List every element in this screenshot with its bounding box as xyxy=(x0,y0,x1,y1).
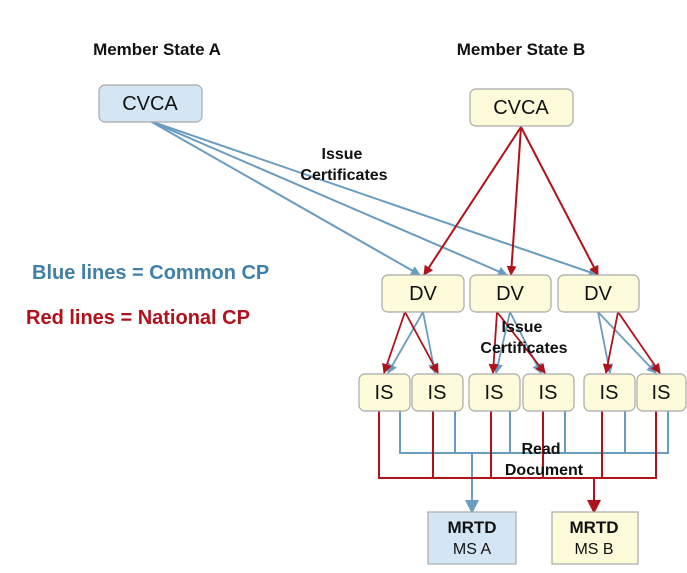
edges-national-cp-cvca-b xyxy=(423,126,599,276)
node-is-3-label: IS xyxy=(485,382,504,404)
node-cvca-b: CVCA xyxy=(469,88,574,127)
node-dv-2: DV xyxy=(469,274,552,313)
node-dv-1-box xyxy=(381,274,465,313)
label-read-document: Read Document xyxy=(505,441,584,479)
node-cvca-b-label: CVCA xyxy=(493,97,549,119)
node-is-2-label: IS xyxy=(428,382,447,404)
edge-dv2-is4-red xyxy=(496,311,546,374)
member-state-b-title: Member State B xyxy=(457,40,585,59)
edge-cvca-a-dv3 xyxy=(149,120,599,277)
edge-dv1-is1-red xyxy=(382,311,406,374)
node-is-6: IS xyxy=(636,373,687,412)
edge-dv2-is3-blue xyxy=(493,311,511,374)
node-is-1-label: IS xyxy=(375,382,394,404)
legend-national-cp: Red lines = National CP xyxy=(26,307,250,329)
node-cvca-b-box xyxy=(469,88,574,127)
node-dv-3-box xyxy=(557,274,640,313)
node-cvca-a-box xyxy=(98,84,203,123)
node-dv-3: DV xyxy=(557,274,640,313)
node-is-4-label: IS xyxy=(539,382,558,404)
node-is-1: IS xyxy=(358,373,411,412)
node-is-2-box xyxy=(411,373,464,412)
node-is-3-box xyxy=(468,373,521,412)
node-mrtd-b: MRTD MS B xyxy=(551,511,639,565)
node-mrtd-b-title: MRTD xyxy=(569,518,618,537)
edges-common-cp-is-mrtd xyxy=(399,411,669,514)
label-issue-certificates-mid: Issue Certificates xyxy=(480,319,567,357)
edges-common-cp-cvca-a xyxy=(149,120,599,277)
node-dv-1-label: DV xyxy=(409,283,437,305)
edge-dv2-is3-red xyxy=(488,311,499,374)
edge-dv3-is6-blue xyxy=(597,311,657,374)
node-is-5-box xyxy=(583,373,636,412)
node-is-6-label: IS xyxy=(652,382,671,404)
label-issue-top-line2: Certificates xyxy=(300,167,387,184)
label-issue-mid-line1: Issue xyxy=(502,319,543,336)
node-is-4: IS xyxy=(522,373,575,412)
edges-national-cp-is-mrtd xyxy=(378,411,657,514)
edge-dv1-is2-red xyxy=(404,311,439,374)
legend-common-cp: Blue lines = Common CP xyxy=(32,262,269,284)
label-issue-mid-line2: Certificates xyxy=(480,340,567,357)
node-dv-1: DV xyxy=(381,274,465,313)
node-is-2: IS xyxy=(411,373,464,412)
node-cvca-a-label: CVCA xyxy=(122,93,178,115)
edge-dv2-is4-blue xyxy=(509,311,542,374)
label-read-line1: Read xyxy=(521,441,560,458)
edge-cvca-b-dv2 xyxy=(506,126,522,276)
edge-cvca-b-dv3 xyxy=(520,126,599,276)
node-mrtd-a-title: MRTD xyxy=(447,518,496,537)
node-is-1-box xyxy=(358,373,411,412)
label-issue-certificates-top: Issue Certificates xyxy=(300,146,387,184)
node-is-3: IS xyxy=(468,373,521,412)
node-is-5: IS xyxy=(583,373,636,412)
node-cvca-a: CVCA xyxy=(98,84,203,123)
node-mrtd-b-sub: MS B xyxy=(574,541,613,558)
node-mrtd-a: MRTD MS A xyxy=(427,511,517,565)
node-is-4-box xyxy=(522,373,575,412)
edge-cvca-a-dv1 xyxy=(149,120,421,276)
node-is-5-label: IS xyxy=(600,382,619,404)
label-read-line2: Document xyxy=(505,462,584,479)
node-dv-3-label: DV xyxy=(584,283,612,305)
edges-national-cp-dv-is xyxy=(382,311,661,374)
node-is-6-box xyxy=(636,373,687,412)
edge-dv3-is5-red xyxy=(602,311,619,374)
node-dv-2-label: DV xyxy=(496,283,524,305)
edge-dv1-is1-blue xyxy=(387,311,424,374)
bus-red xyxy=(378,411,657,479)
member-state-a-title: Member State A xyxy=(93,40,221,59)
edge-cvca-b-dv1 xyxy=(423,126,522,276)
label-issue-top-line1: Issue xyxy=(322,146,363,163)
node-mrtd-a-sub: MS A xyxy=(453,541,492,558)
edge-cvca-a-dv2 xyxy=(149,120,508,277)
node-mrtd-b-box xyxy=(551,511,639,565)
edge-dv3-is6-red xyxy=(617,311,661,374)
bus-blue xyxy=(399,411,669,454)
node-mrtd-a-box xyxy=(427,511,517,565)
node-dv-2-box xyxy=(469,274,552,313)
